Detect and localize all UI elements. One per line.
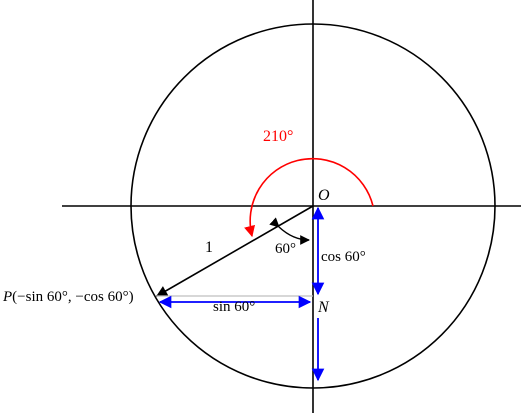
angle-210-arc (244, 157, 374, 238)
point-p-coords: (−sin 60°, −cos 60°) (12, 289, 133, 305)
cos-label: cos 60° (321, 249, 366, 265)
point-p-label: P(−sin 60°, −cos 60°) (2, 289, 134, 305)
point-p-name: P (2, 289, 12, 305)
origin-label: O (318, 187, 330, 204)
unit-circle (130, 23, 496, 389)
radius-label: 1 (205, 239, 213, 256)
angle-60-label: 60° (275, 241, 296, 257)
point-n-label: N (317, 299, 330, 316)
angle-210-label: 210° (263, 128, 293, 145)
sin-label: sin 60° (213, 299, 255, 315)
angle-60-arc (269, 217, 310, 245)
